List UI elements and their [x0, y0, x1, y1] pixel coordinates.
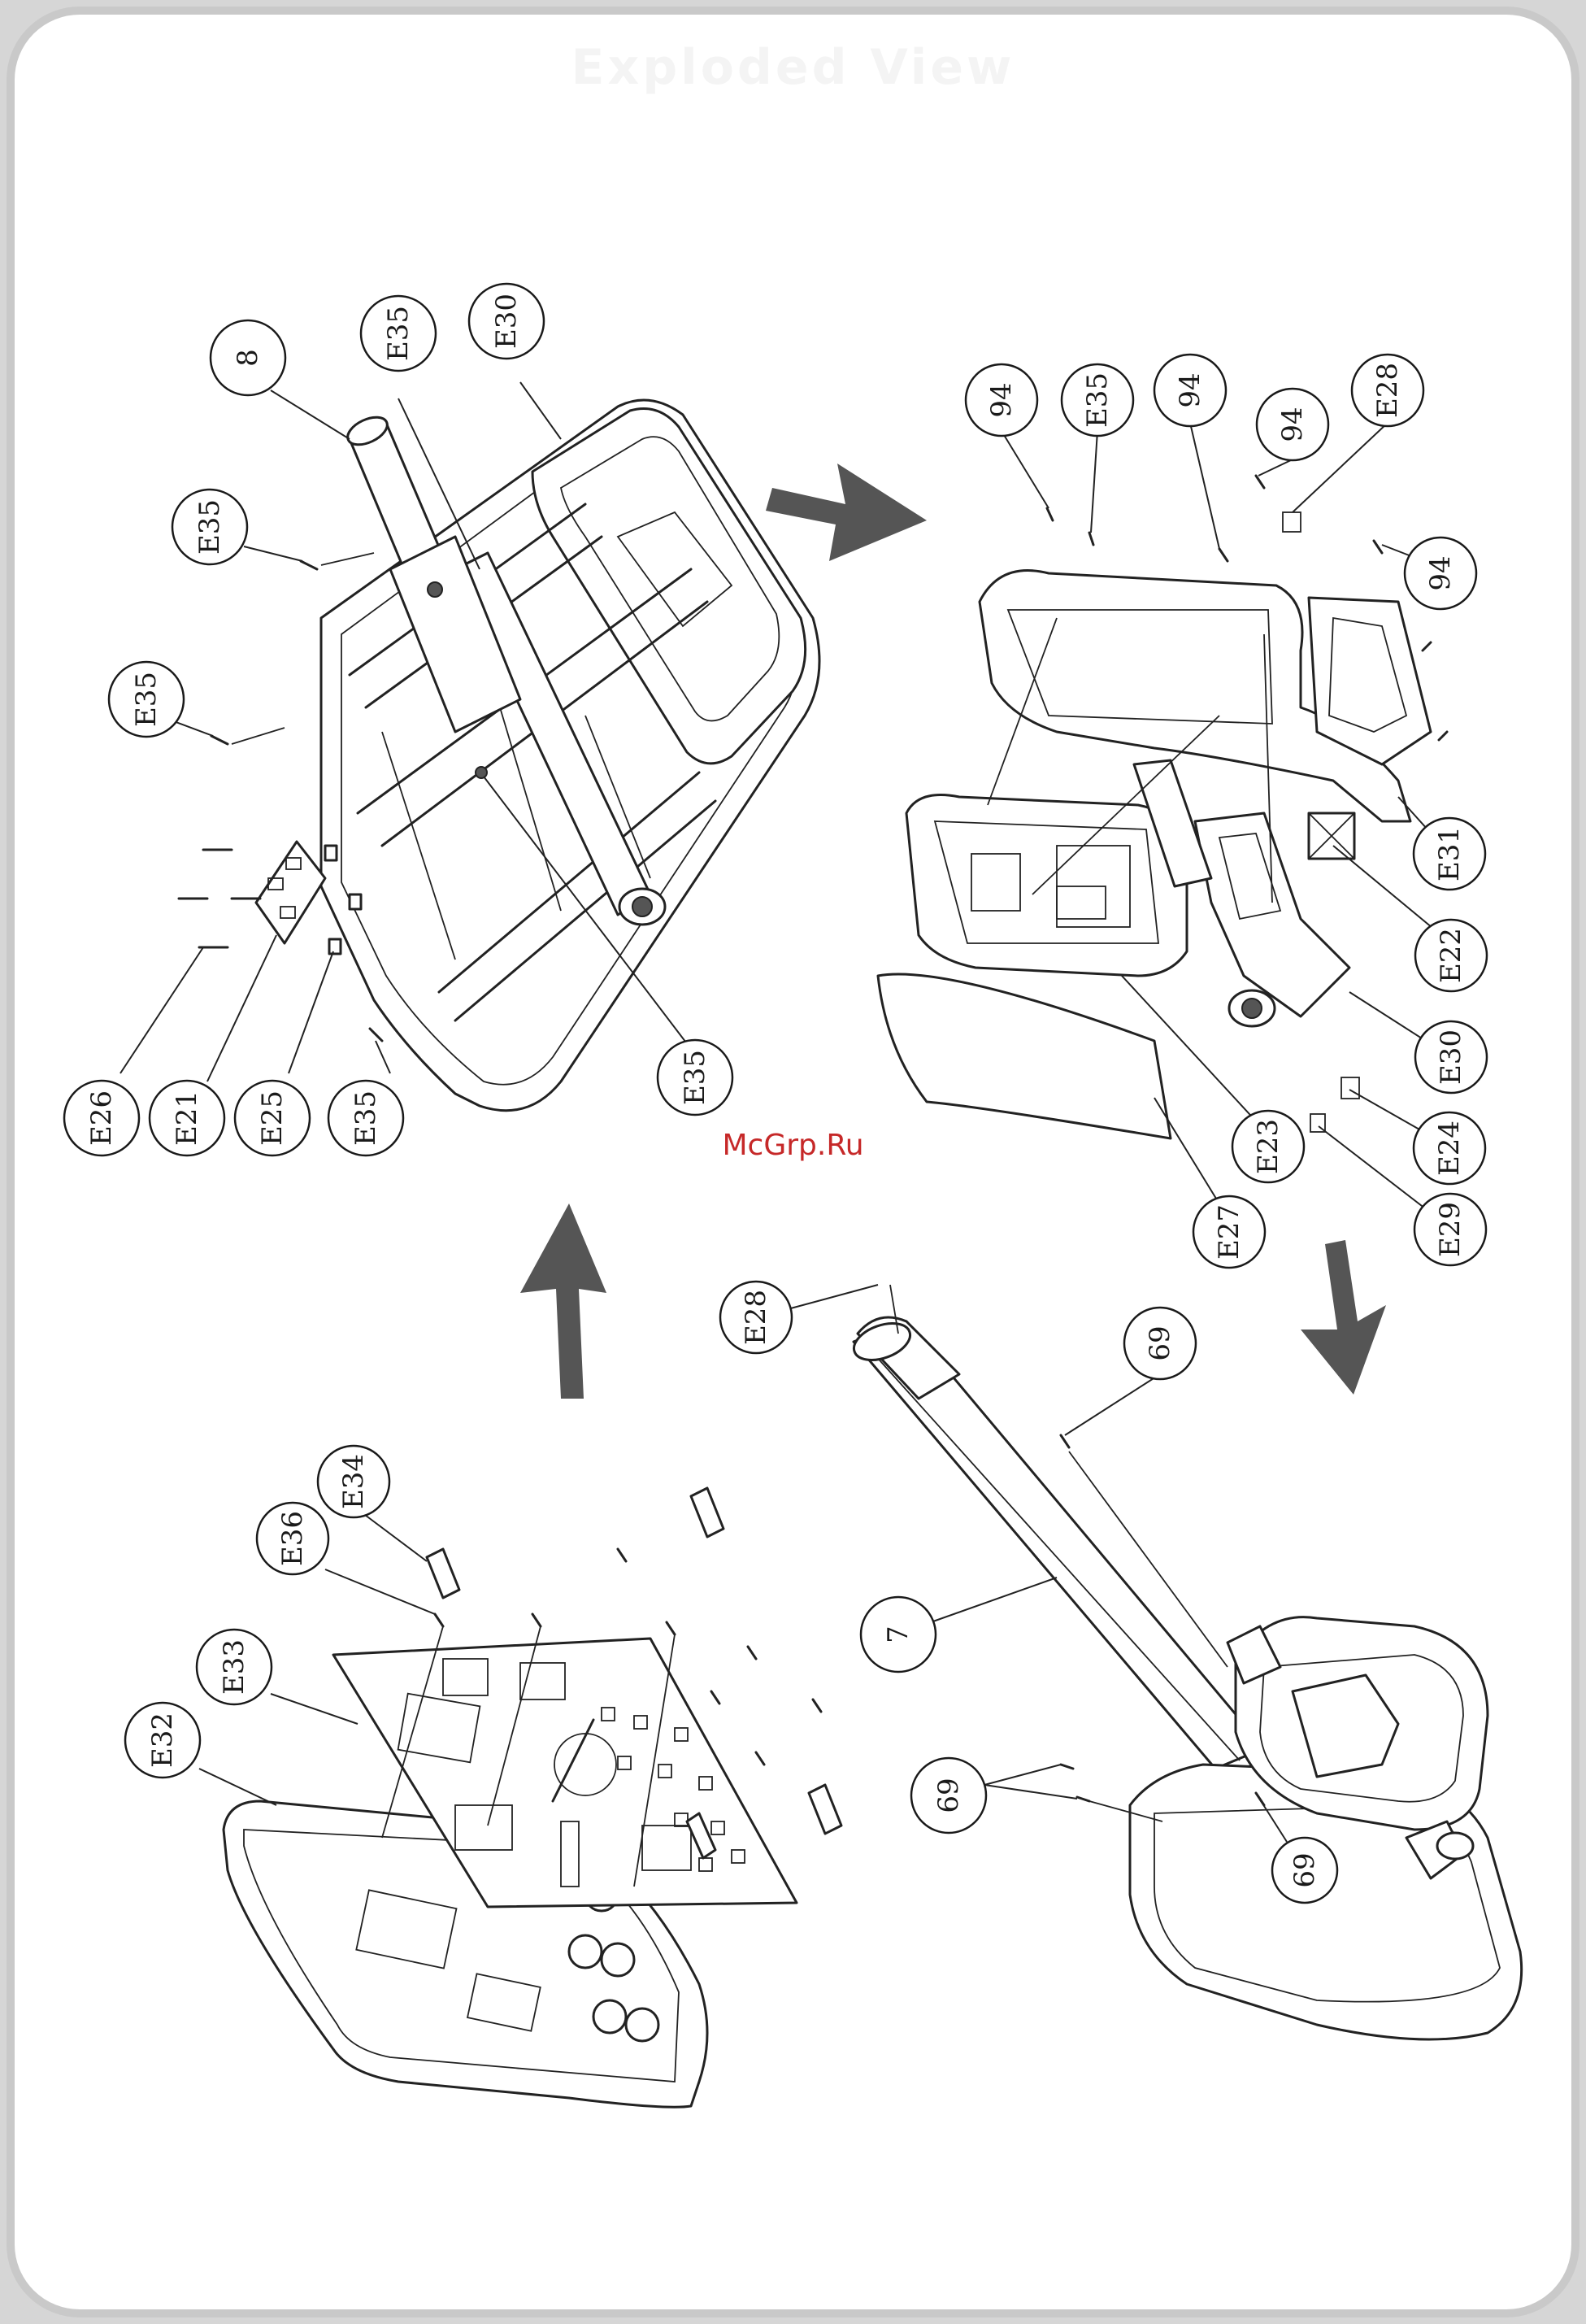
callout-8: 8	[211, 320, 285, 395]
callout-label: E31	[1433, 826, 1466, 881]
callout-e35: E35	[361, 296, 436, 371]
callout-69: 69	[911, 1758, 986, 1833]
callout-69: 69	[1124, 1308, 1196, 1379]
callout-label: E36	[276, 1511, 309, 1566]
callout-e28: E28	[720, 1282, 792, 1353]
assembly-front-housing	[878, 476, 1447, 1138]
callout-e31: E31	[1414, 818, 1485, 890]
callout-e35: E35	[109, 662, 184, 737]
callout-e28: E28	[1352, 355, 1423, 426]
callout-label: E22	[1435, 928, 1467, 983]
callout-label: 94	[1174, 372, 1206, 407]
callout-label: E28	[1371, 363, 1404, 418]
callout-94: 94	[1257, 389, 1328, 460]
callout-label: E34	[337, 1454, 370, 1509]
callout-e32: E32	[125, 1703, 200, 1778]
assembly-rear-housing	[179, 400, 819, 1111]
callout-label: 7	[882, 1625, 915, 1643]
callout-label: E30	[1435, 1029, 1467, 1085]
callout-label: 69	[1288, 1852, 1321, 1887]
callout-7: 7	[861, 1597, 936, 1672]
callout-label: E29	[1434, 1202, 1467, 1257]
callout-label: 94	[985, 382, 1018, 417]
callout-label: 8	[232, 349, 264, 367]
callout-label: E32	[146, 1713, 179, 1768]
callout-e35: E35	[172, 490, 247, 564]
arrow-to-bottom-right	[1301, 1240, 1386, 1395]
callout-e35: E35	[658, 1040, 732, 1115]
callout-label: E35	[193, 499, 226, 555]
callout-e29: E29	[1414, 1194, 1486, 1265]
assembly-mast	[849, 1285, 1521, 2039]
assembly-console-front	[224, 1488, 841, 2107]
callout-e30: E30	[469, 284, 544, 359]
callout-e34: E34	[318, 1446, 389, 1517]
callout-label: 69	[932, 1778, 965, 1813]
watermark-text: McGrp.Ru	[0, 1129, 1586, 1162]
arrow-to-top-right	[766, 463, 927, 561]
callout-label: E33	[218, 1639, 250, 1695]
callout-label: E35	[679, 1050, 711, 1105]
callout-e30: E30	[1415, 1021, 1487, 1093]
callout-69: 69	[1272, 1838, 1337, 1903]
arrow-to-top-left	[520, 1203, 606, 1399]
callout-label: E35	[1081, 372, 1114, 428]
callout-label: E35	[382, 306, 415, 361]
callout-label: E27	[1213, 1204, 1245, 1260]
callout-e36: E36	[257, 1503, 328, 1574]
callout-label: 94	[1276, 407, 1309, 442]
callout-label: E30	[490, 294, 523, 349]
callout-94: 94	[1154, 355, 1226, 426]
callout-e27: E27	[1193, 1196, 1265, 1268]
callout-94: 94	[966, 364, 1037, 436]
callout-e22: E22	[1415, 920, 1487, 991]
callout-label: 94	[1424, 555, 1457, 590]
callout-label: E28	[740, 1290, 772, 1345]
callout-label: 69	[1144, 1325, 1176, 1360]
callout-94: 94	[1405, 537, 1476, 609]
callout-e35: E35	[1062, 364, 1133, 436]
callout-label: E35	[130, 672, 163, 727]
callout-e33: E33	[197, 1630, 272, 1704]
